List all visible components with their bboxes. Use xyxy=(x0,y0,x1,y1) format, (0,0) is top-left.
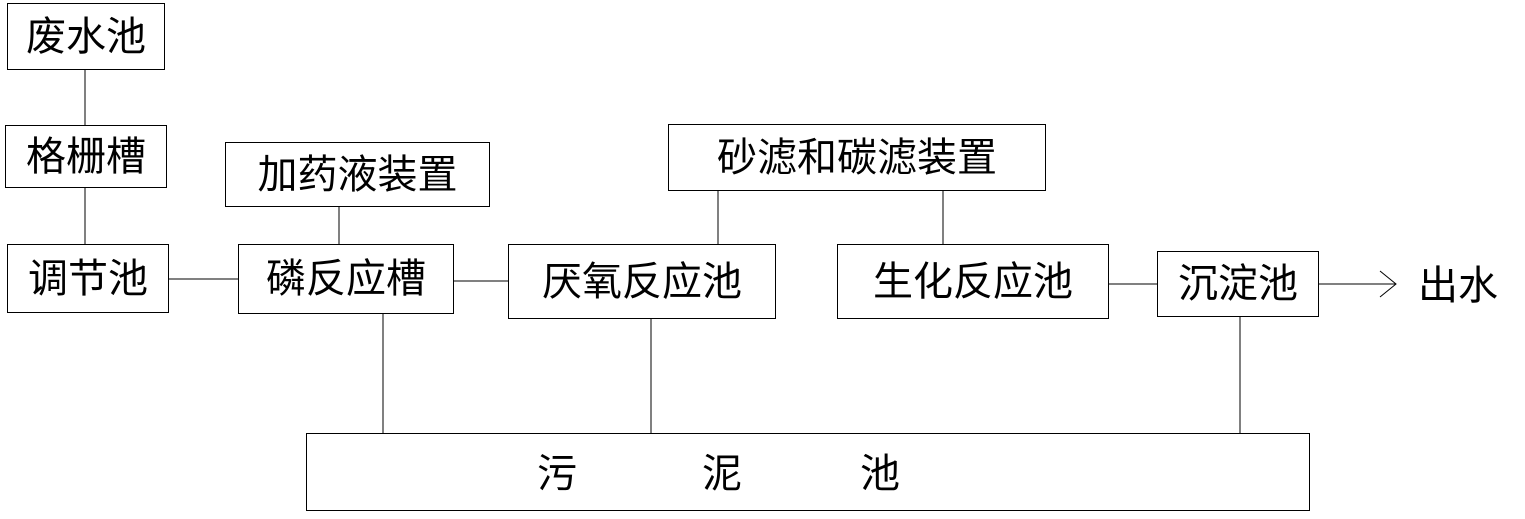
sedimentation-pool-node: 沉淀池 xyxy=(1157,251,1319,317)
biochemical-pool-node: 生化反应池 xyxy=(837,244,1109,319)
grille-tank-label: 格栅槽 xyxy=(26,133,146,180)
outlet-label: 出水 xyxy=(1418,263,1498,309)
phosphorus-tank-node: 磷反应槽 xyxy=(238,244,454,314)
sand-carbon-filter-node: 砂滤和碳滤装置 xyxy=(668,124,1046,191)
sludge-pool-node: 污 泥 池 xyxy=(306,433,1310,511)
dosing-device-label: 加药液装置 xyxy=(257,151,458,198)
regulating-pool-label: 调节池 xyxy=(28,255,148,302)
biochemical-pool-label: 生化反应池 xyxy=(873,258,1073,305)
dosing-device-node: 加药液装置 xyxy=(225,142,490,207)
regulating-pool-node: 调节池 xyxy=(7,244,169,313)
wastewater-pool-node: 废水池 xyxy=(7,3,165,70)
sludge-pool-label: 污 泥 池 xyxy=(307,434,1309,510)
phosphorus-tank-label: 磷反应槽 xyxy=(266,256,426,302)
grille-tank-node: 格栅槽 xyxy=(5,125,167,188)
sedimentation-pool-label: 沉淀池 xyxy=(1178,261,1298,307)
sand-carbon-filter-label: 砂滤和碳滤装置 xyxy=(717,134,997,181)
sludge-pool-char-1: 污 xyxy=(537,451,577,497)
wastewater-pool-label: 废水池 xyxy=(26,13,146,60)
sludge-pool-char-3: 池 xyxy=(860,451,900,497)
sludge-pool-char-2: 泥 xyxy=(702,451,742,497)
anaerobic-pool-node: 厌氧反应池 xyxy=(508,244,776,319)
outlet-arrowhead xyxy=(1379,270,1397,298)
anaerobic-pool-label: 厌氧反应池 xyxy=(542,258,742,305)
